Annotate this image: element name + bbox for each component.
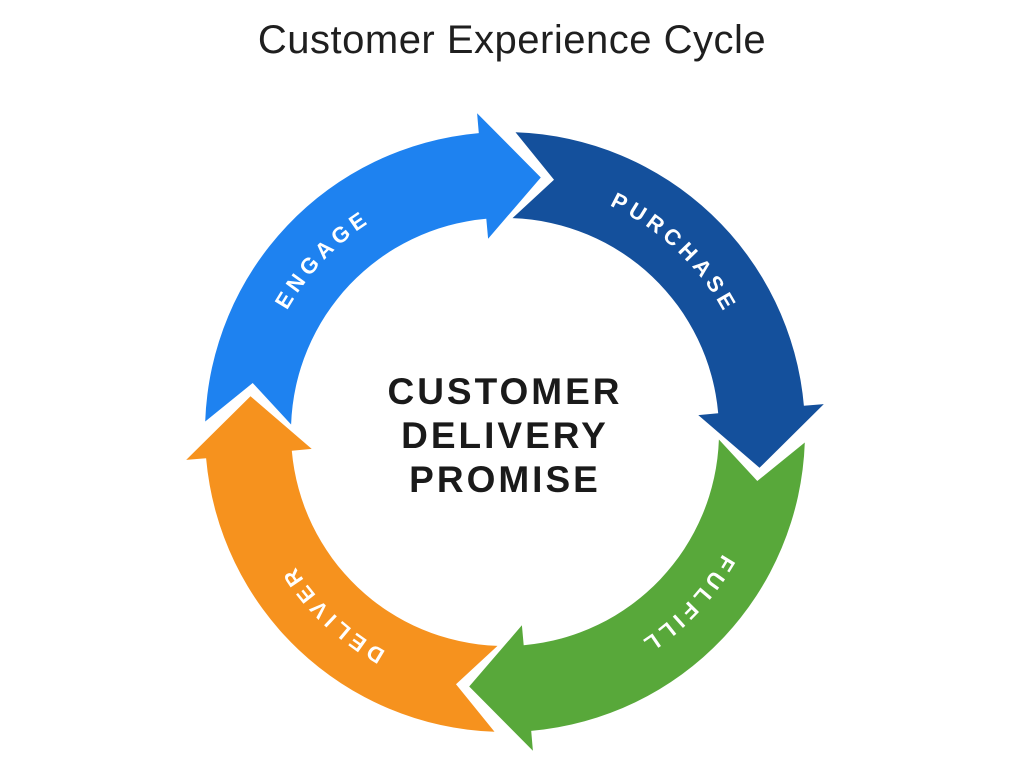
- center-line-2: DELIVERY: [401, 415, 609, 456]
- deliver-arrow: [186, 396, 498, 732]
- diagram-title: Customer Experience Cycle: [257, 18, 767, 62]
- center-text: CUSTOMER DELIVERY PROMISE: [387, 371, 622, 500]
- center-line-1: CUSTOMER: [387, 371, 622, 412]
- fulfill-arrow: [469, 439, 805, 751]
- engage-arrow: [205, 113, 541, 425]
- center-line-3: PROMISE: [409, 459, 601, 500]
- purchase-arrow: [512, 132, 824, 468]
